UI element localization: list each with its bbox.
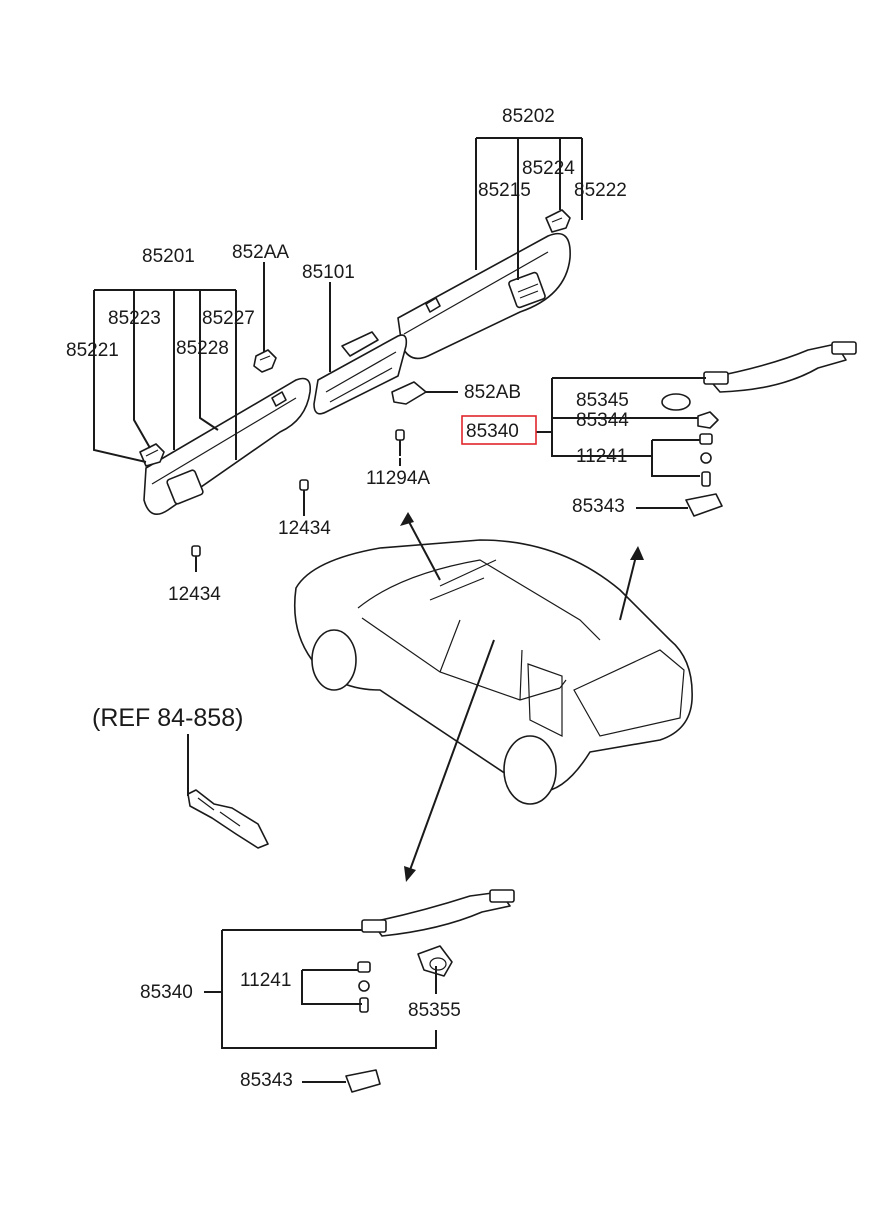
label-85228[interactable]: 85228 (176, 338, 229, 359)
assist-handle-lower[interactable] (361, 889, 515, 937)
label-11241-lower[interactable]: 11241 (240, 970, 291, 991)
vehicle-outline (293, 539, 693, 805)
cover-85343-upper[interactable] (685, 493, 723, 517)
label-85222[interactable]: 85222 (574, 180, 627, 201)
label-12434-b[interactable]: 12434 (168, 584, 221, 605)
rear-view-mirror[interactable] (313, 331, 408, 415)
cover-85355[interactable] (417, 945, 453, 977)
label-11294A[interactable]: 11294A (366, 468, 430, 489)
label-85340-upper[interactable]: 85340 (466, 421, 519, 442)
label-85101[interactable]: 85101 (302, 262, 355, 283)
right-sun-visor[interactable] (397, 232, 571, 360)
label-ref-84-858[interactable]: (REF 84-858) (92, 704, 243, 732)
mirror-cover-852AB[interactable] (391, 381, 427, 405)
arrows (400, 512, 644, 882)
assist-handle-upper[interactable] (703, 341, 857, 393)
fasteners-11241-upper[interactable] (699, 433, 713, 487)
label-12434-a[interactable]: 12434 (278, 518, 331, 539)
bracket-ref-84-858[interactable] (187, 789, 269, 849)
visor-clip-852AA[interactable] (253, 349, 277, 373)
label-85201[interactable]: 85201 (142, 246, 195, 267)
leader-lines (93, 137, 706, 1083)
left-sun-visor[interactable] (139, 377, 312, 516)
label-85202[interactable]: 85202 (502, 106, 555, 127)
label-85215[interactable]: 85215 (478, 180, 531, 201)
cover-85343-lower[interactable] (345, 1069, 381, 1093)
label-85355[interactable]: 85355 (408, 1000, 461, 1021)
highlight-box-85340 (461, 415, 537, 445)
screw-12434-a[interactable] (299, 479, 309, 508)
label-85221[interactable]: 85221 (66, 340, 119, 361)
cap-85345[interactable] (661, 393, 691, 411)
label-85343-lower[interactable]: 85343 (240, 1070, 293, 1091)
label-85223[interactable]: 85223 (108, 308, 161, 329)
label-85227[interactable]: 85227 (202, 308, 255, 329)
screw-12434-b[interactable] (191, 545, 201, 572)
label-85345[interactable]: 85345 (576, 390, 629, 411)
part-labels: 85202 85224 85215 85222 85201 852AA 8510… (66, 106, 629, 1091)
label-852AA[interactable]: 852AA (232, 242, 289, 263)
label-85224[interactable]: 85224 (522, 158, 575, 179)
right-visor-holder[interactable] (545, 209, 571, 233)
label-11241-upper[interactable]: 11241 (576, 446, 627, 467)
screw-11294A[interactable] (395, 429, 405, 456)
label-85343-upper[interactable]: 85343 (572, 496, 625, 517)
clip-85344[interactable] (697, 411, 719, 429)
label-85340-lower[interactable]: 85340 (140, 982, 193, 1003)
label-85344[interactable]: 85344 (576, 410, 629, 431)
label-852AB[interactable]: 852AB (464, 382, 521, 403)
